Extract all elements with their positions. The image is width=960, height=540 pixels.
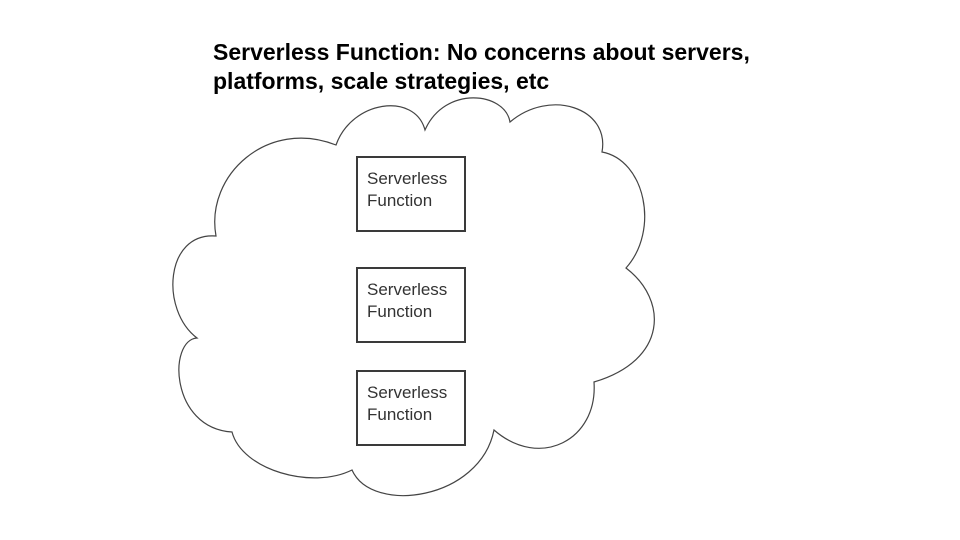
box-3-line-2: Function	[367, 405, 433, 424]
serverless-function-box-2: Serverless Function	[356, 267, 466, 343]
box-2-line-2: Function	[367, 302, 433, 321]
serverless-function-box-3: Serverless Function	[356, 370, 466, 446]
serverless-function-box-1: Serverless Function	[356, 156, 466, 232]
title-line-2: platforms, scale strategies, etc	[213, 68, 550, 94]
box-1-line-2: Function	[367, 191, 433, 210]
title-line-1: Serverless Function: No concerns about s…	[213, 39, 750, 65]
page-title: Serverless Function: No concerns about s…	[213, 38, 933, 96]
box-1-line-1: Serverless	[367, 169, 448, 188]
box-2-line-1: Serverless	[367, 280, 448, 299]
box-3-line-1: Serverless	[367, 383, 448, 402]
